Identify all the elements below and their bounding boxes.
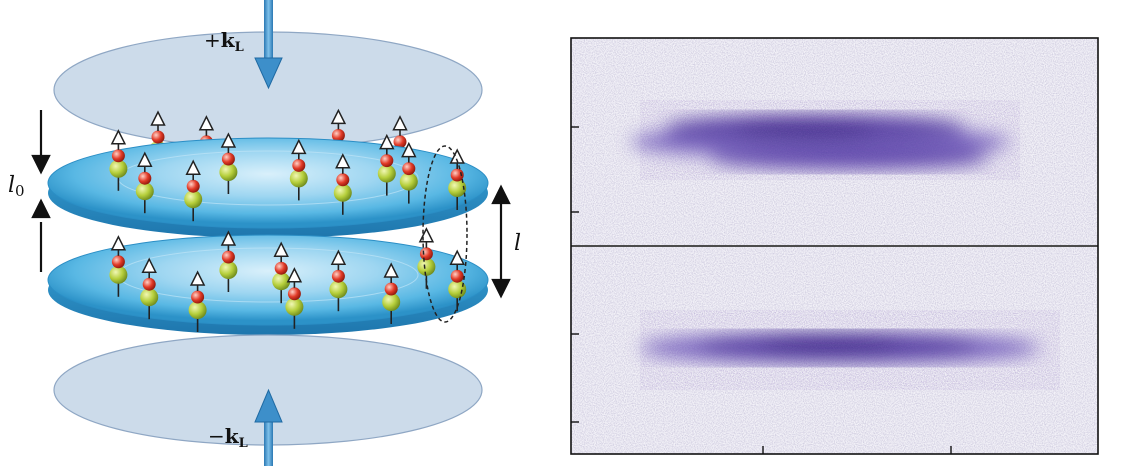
k-minus-label: −kL	[208, 424, 248, 451]
absorption-image-panels	[570, 37, 1099, 455]
l-label: l	[514, 231, 521, 256]
axis-ticks	[571, 126, 952, 454]
upper-layer-disk	[47, 137, 489, 238]
top-beam-arrow	[254, 0, 283, 90]
bottom-image-panel	[571, 247, 1098, 454]
lattice-diagram: +kL −kL l0 l	[8, 0, 521, 466]
l0-spacing-arrows	[31, 110, 51, 272]
l0-label: l0	[8, 173, 25, 200]
top-image-panel	[571, 38, 1098, 245]
lower-layer-disk	[47, 234, 489, 335]
l-spacing-arrow	[491, 184, 511, 299]
bottom-beam-arrow	[254, 388, 283, 466]
column-highlight-ellipse	[422, 145, 468, 323]
k-plus-label: +kL	[204, 28, 244, 55]
